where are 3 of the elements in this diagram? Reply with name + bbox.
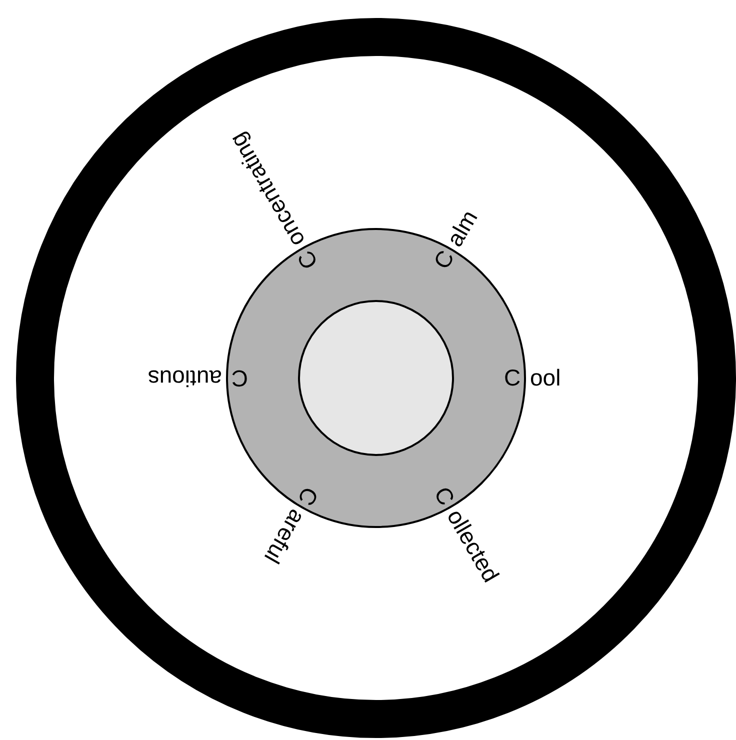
word-label: C autious: [148, 366, 248, 390]
word-label: C ool: [504, 366, 561, 390]
word-label: C alm: [430, 206, 482, 273]
